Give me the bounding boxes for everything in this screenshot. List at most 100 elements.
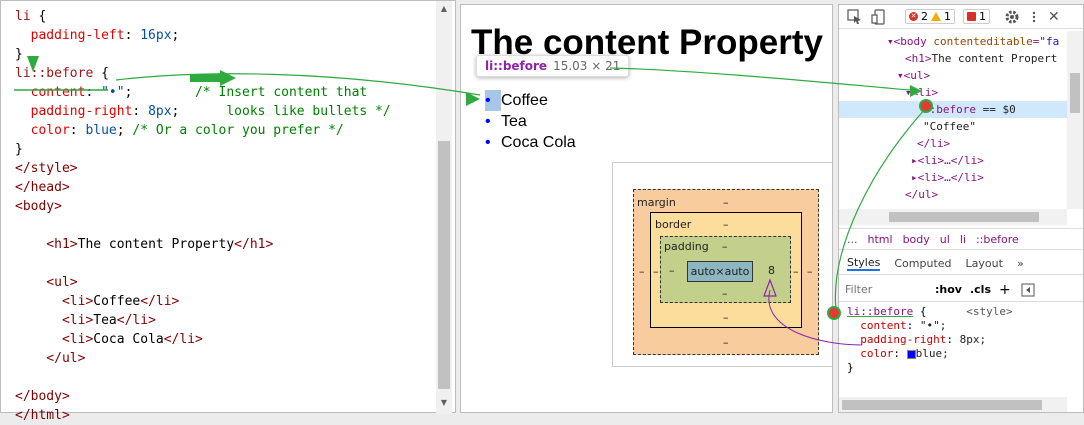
dom-horizontal-scrollbar[interactable]	[839, 209, 1067, 225]
scroll-down-icon[interactable]: ▼	[440, 398, 448, 407]
code-line[interactable]: }	[15, 140, 391, 159]
tab-more[interactable]: »	[1016, 257, 1024, 270]
code-token: :	[85, 85, 102, 100]
rule-value-padding-right[interactable]: 8px;	[959, 333, 987, 346]
code-line[interactable]: <li>Coffee</li>	[15, 292, 391, 311]
box-model-content[interactable]: auto×auto	[687, 261, 753, 282]
dom-node[interactable]: </ul>	[905, 188, 939, 201]
dom-node[interactable]: ▸<li>…</li>	[911, 154, 984, 167]
code-token: padding-right	[15, 104, 133, 119]
code-line[interactable]: <ul>	[15, 273, 391, 292]
dom-vertical-scrollbar[interactable]	[1067, 31, 1083, 209]
close-icon[interactable]: ✕	[1048, 8, 1060, 25]
code-token: </head>	[15, 180, 70, 195]
dom-tree[interactable]: ▾<body contenteditable="fa <h1>The conten…	[839, 31, 1067, 211]
dom-node[interactable]: ▸<li>…</li>	[911, 171, 984, 184]
box-model-border[interactable]: border – – – – padding – – 8 – auto×auto	[650, 212, 802, 328]
issues-icon	[967, 12, 976, 21]
breadcrumb-body[interactable]: body	[902, 232, 930, 246]
box-model-padding[interactable]: padding – – 8 – auto×auto	[660, 236, 791, 303]
issues-badge[interactable]: 1	[963, 9, 990, 24]
gear-icon[interactable]	[1004, 9, 1020, 25]
code-line[interactable]: padding-left: 16px;	[15, 26, 391, 45]
dom-node-before-selected[interactable]: ::before == $0	[839, 101, 1067, 118]
dom-node[interactable]: ▾<li>	[905, 86, 939, 99]
code-token: <ul>	[15, 275, 78, 290]
code-token: </h1>	[234, 237, 274, 252]
border-left-value: –	[653, 265, 659, 278]
toggle-sidebar-icon[interactable]	[1021, 283, 1035, 297]
code-editor[interactable]: li { padding-left: 16px;}li::before { co…	[0, 0, 456, 423]
code-line[interactable]: </html>	[15, 406, 391, 425]
rule-prop-content[interactable]: content	[860, 319, 907, 332]
padding-label: padding	[664, 240, 709, 253]
new-rule-button[interactable]: +	[999, 281, 1011, 298]
margin-top-value: –	[723, 196, 729, 209]
scroll-up-icon[interactable]: ▲	[440, 4, 448, 13]
tab-computed[interactable]: Computed	[894, 257, 952, 270]
margin-left-value: –	[639, 265, 645, 278]
tab-styles[interactable]: Styles	[847, 256, 881, 271]
rule-prop-color[interactable]: color	[860, 347, 894, 360]
rule-value-color[interactable]: blue;	[915, 347, 949, 360]
code-line[interactable]: <body>	[15, 197, 391, 216]
dom-node[interactable]: "Coffee"	[923, 120, 976, 133]
code-token: :	[124, 28, 141, 43]
code-token: Tea	[93, 313, 117, 328]
code-token: :	[132, 104, 149, 119]
code-line[interactable]: <li>Coca Cola</li>	[15, 330, 391, 349]
code-line[interactable]: li {	[15, 7, 391, 26]
code-line[interactable]: color: blue; /* Or a color you prefer */	[15, 121, 391, 140]
code-line[interactable]: </head>	[15, 178, 391, 197]
code-line[interactable]: li::before {	[15, 64, 391, 83]
styles-filter-input[interactable]	[845, 283, 925, 296]
styles-horizontal-scrollbar[interactable]	[839, 397, 1067, 412]
color-swatch[interactable]	[906, 349, 916, 359]
box-model-margin[interactable]: margin – – – – border – – – – padding – …	[633, 189, 819, 355]
rule-prop-padding-right[interactable]: padding-right	[860, 333, 947, 346]
dom-node[interactable]: ▾<ul>	[897, 69, 931, 82]
border-right-value: –	[793, 265, 799, 278]
code-line[interactable]: </ul>	[15, 349, 391, 368]
code-line[interactable]: </body>	[15, 387, 391, 406]
bullet-marker: •	[485, 134, 491, 151]
breadcrumb-ul[interactable]: ul	[939, 232, 950, 246]
dom-node[interactable]: </li>	[917, 137, 951, 150]
rule-source-link[interactable]: <style>	[966, 305, 1013, 318]
editor-scroll-thumb[interactable]	[438, 141, 450, 389]
breadcrumb-html[interactable]: html	[867, 232, 893, 246]
editor-scrollbar[interactable]: ▲ ▼	[436, 1, 452, 414]
cls-toggle[interactable]: .cls	[969, 283, 991, 296]
breadcrumb-before[interactable]: ::before	[975, 232, 1019, 246]
breadcrumb-more[interactable]: ...	[847, 232, 858, 246]
error-badge[interactable]: ✕2 1	[905, 9, 955, 24]
dom-node[interactable]: <h1>The content Propert	[905, 52, 1058, 65]
code-token: <li>	[15, 313, 94, 328]
inspect-icon[interactable]	[847, 8, 863, 25]
device-toolbar-icon[interactable]	[871, 8, 887, 25]
style-rule[interactable]: li::before { <style> content: "•"; paddi…	[847, 305, 1013, 374]
code-token: {	[38, 9, 47, 24]
dom-node[interactable]: ▾<body contenteditable="fa	[887, 35, 1060, 48]
code-line[interactable]: }	[15, 45, 391, 64]
rule-selector[interactable]: li::before	[847, 305, 914, 318]
code-line[interactable]	[15, 254, 391, 273]
code-line[interactable]: </style>	[15, 159, 391, 178]
code-line[interactable]: content: "•"; /* Insert content that	[15, 83, 391, 102]
bullet-list: •Coffee •Tea •Coca Cola	[485, 90, 576, 153]
code-line[interactable]: <li>Tea</li>	[15, 311, 391, 330]
rule-value-content[interactable]: "•";	[919, 319, 947, 332]
margin-right-value: –	[807, 265, 813, 278]
breadcrumb-li[interactable]: li	[959, 232, 966, 246]
error-icon: ✕	[909, 12, 918, 21]
code-text[interactable]: li { padding-left: 16px;}li::before { co…	[15, 7, 391, 425]
code-line[interactable]: <h1>The content Property</h1>	[15, 235, 391, 254]
more-options-icon[interactable]	[1028, 11, 1040, 23]
code-line[interactable]: padding-right: 8px; looks like bullets *…	[15, 102, 391, 121]
tab-layout[interactable]: Layout	[965, 257, 1003, 270]
hov-toggle[interactable]: :hov	[935, 283, 962, 296]
code-token: "•"	[101, 85, 125, 100]
code-line[interactable]	[15, 368, 391, 387]
code-line[interactable]	[15, 216, 391, 235]
